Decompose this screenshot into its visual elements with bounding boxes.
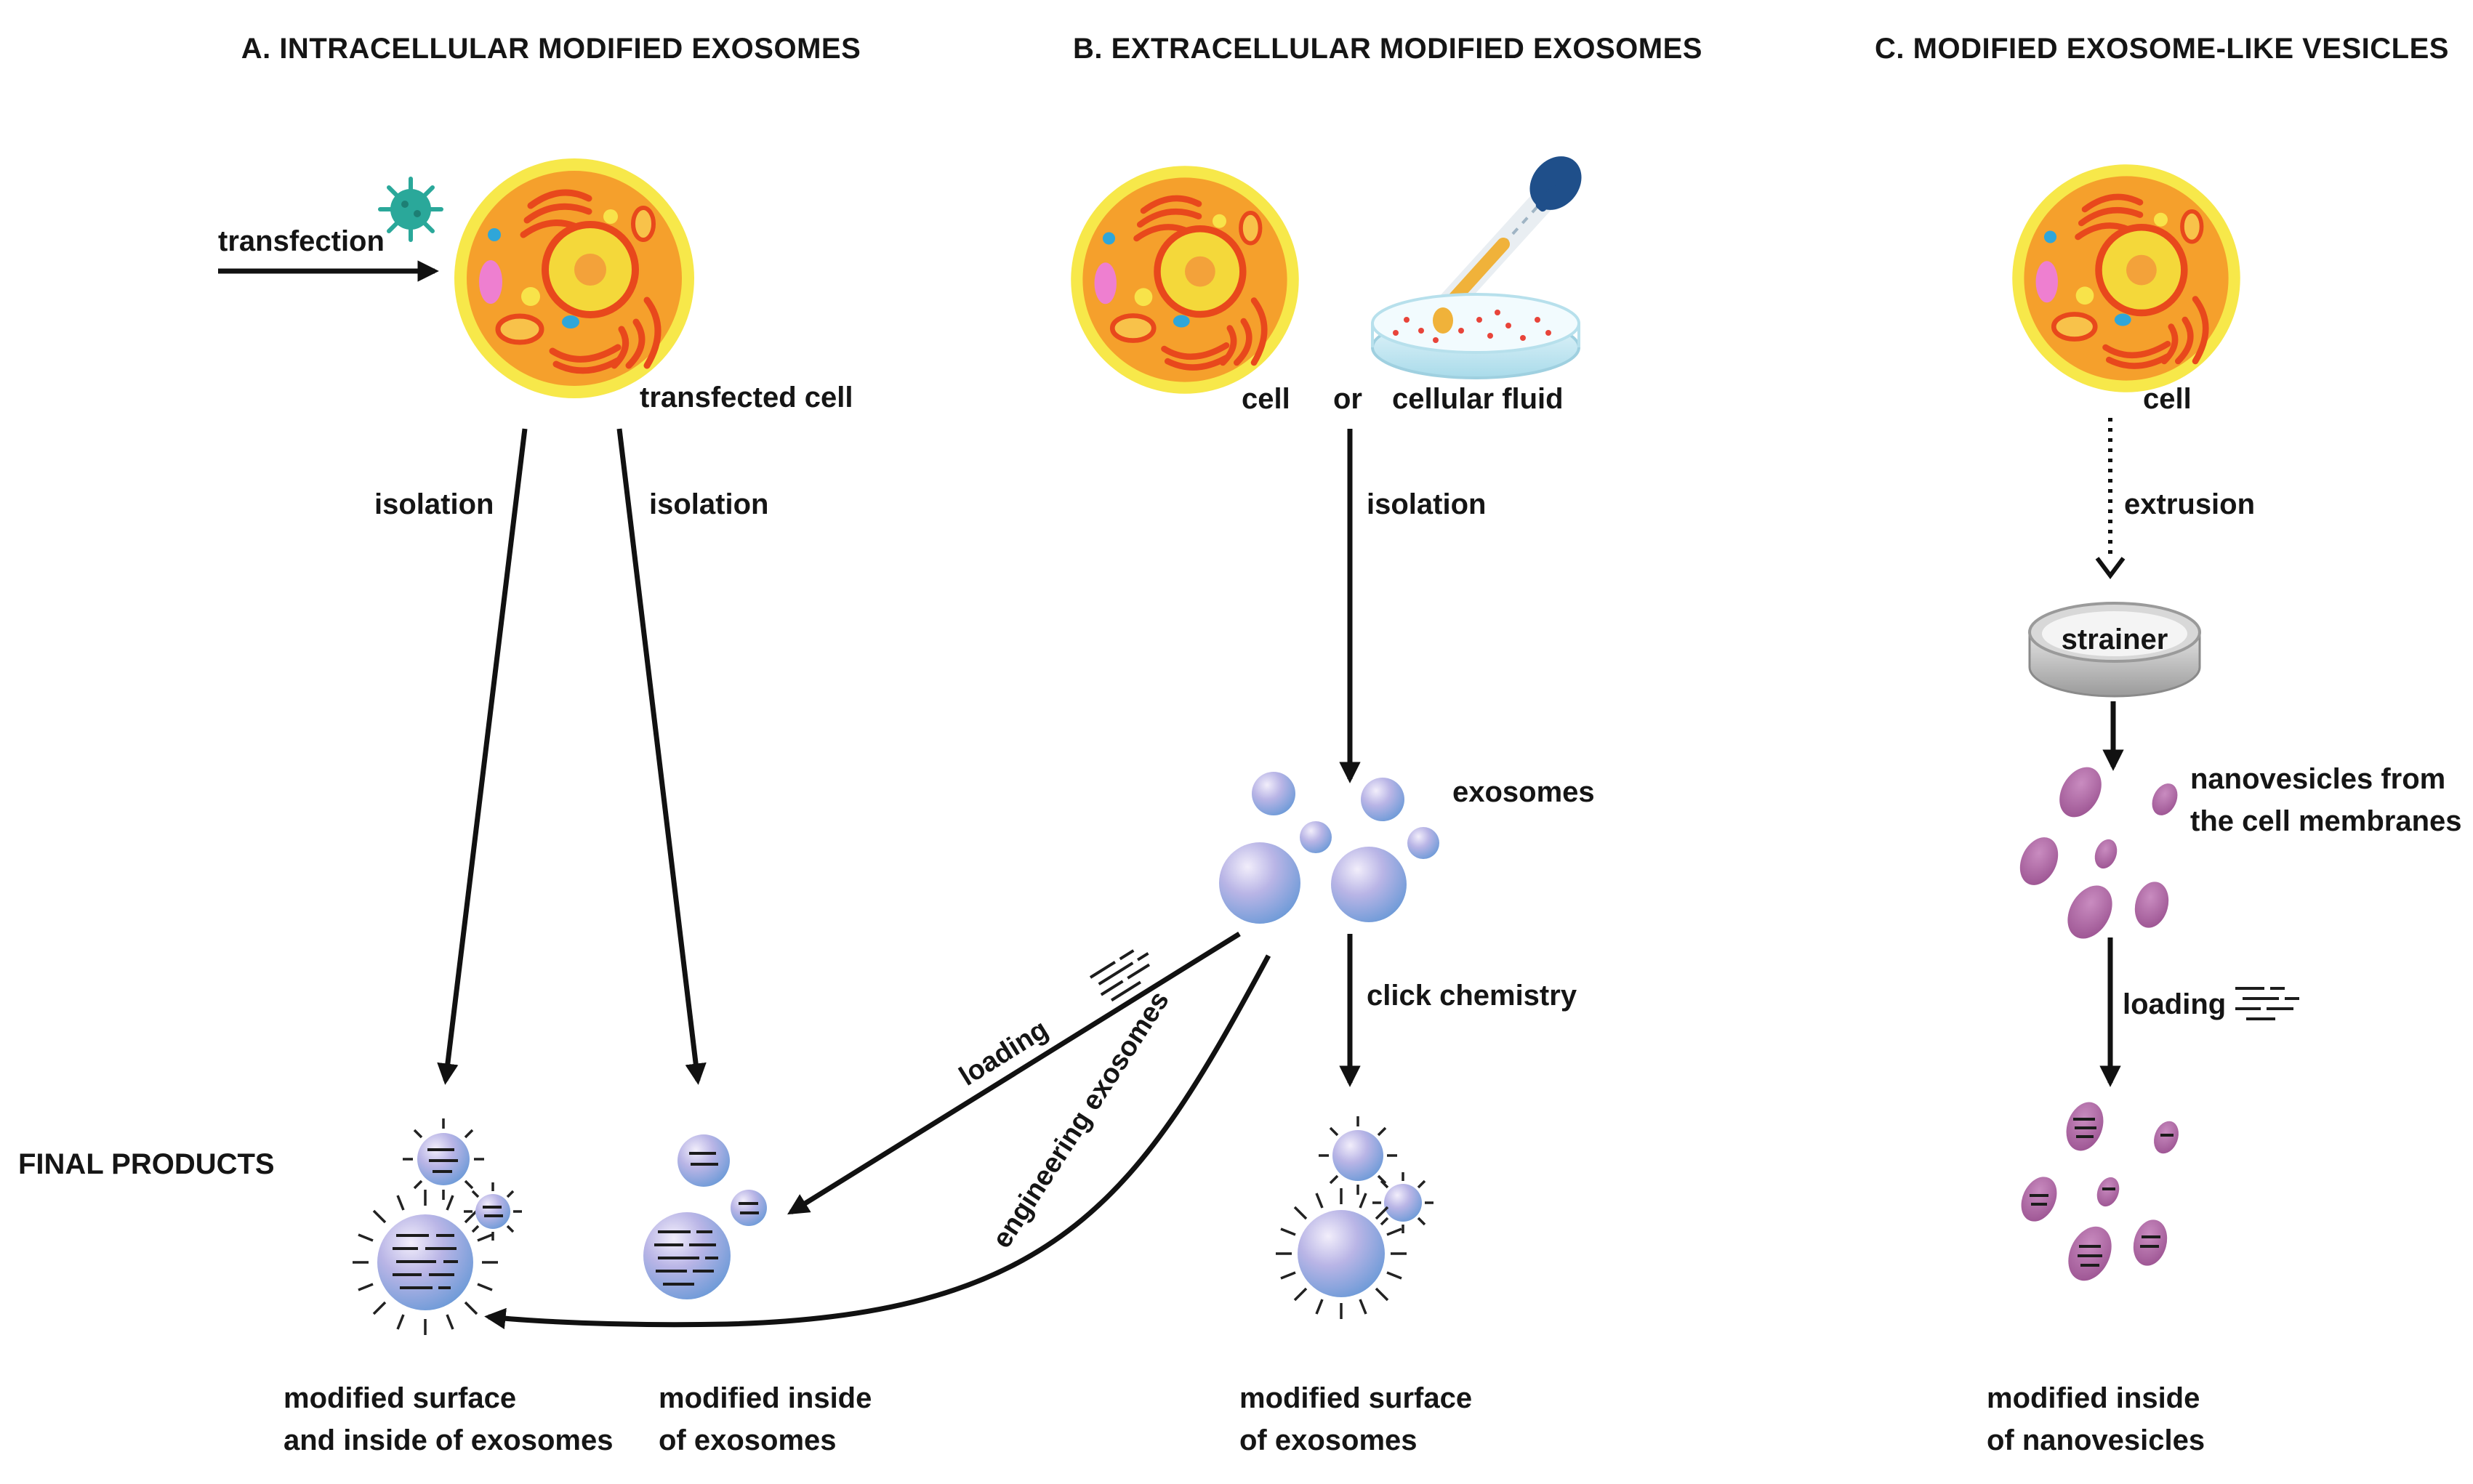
cell-b-label: cell (1242, 383, 1290, 415)
petri-dish-icon (1371, 293, 1580, 379)
exosomes-label: exosomes (1452, 776, 1595, 808)
loading-cargo-icon (1089, 949, 1151, 1002)
product-inside-exosomes-icon (643, 1134, 767, 1299)
product4-label-line2: of nanovesicles (1987, 1424, 2205, 1456)
extrusion-arrow-head (2095, 557, 2126, 579)
product1-label-line2: and inside of exosomes (284, 1424, 613, 1456)
product4-label-line1: modified inside (1987, 1382, 2200, 1414)
cell-c-icon (2012, 164, 2240, 392)
product3-label-line2: of exosomes (1239, 1424, 1418, 1456)
transfected-cell-icon (454, 158, 694, 398)
nanovesicles-cluster-icon (2012, 759, 2183, 947)
nanovesicles-label-line1: nanovesicles from (2190, 763, 2445, 795)
cellular-fluid-label: cellular fluid (1392, 383, 1564, 415)
cell-c-label: cell (2143, 383, 2192, 415)
click-chemistry-label: click chemistry (1367, 980, 1577, 1012)
transfection-label: transfection (218, 225, 385, 257)
or-label: or (1333, 383, 1362, 415)
isolation-a-left-arrow (437, 428, 528, 1085)
product2-label-line2: of exosomes (659, 1424, 837, 1456)
product3-label-line1: modified surface (1239, 1382, 1472, 1414)
loading-c-label: loading (2123, 988, 2226, 1020)
nanovesicles-label-line2: the cell membranes (2190, 805, 2462, 837)
product-surface-inside-exosomes-icon (353, 1118, 522, 1335)
strainer-label: strainer (2062, 624, 2168, 656)
extrusion-label: extrusion (2124, 488, 2255, 520)
isolation-a-right-label: isolation (649, 488, 768, 520)
loading-b-arrow (787, 932, 1241, 1215)
isolation-a-right-arrow (616, 428, 707, 1085)
section-b-title: B. EXTRACELLULAR MODIFIED EXOSOMES (1073, 33, 1702, 65)
product-inside-nanovesicles-icon (2014, 1097, 2183, 1288)
loading-c-cargo-icon (2235, 987, 2299, 1020)
exosomes-cluster-icon (1219, 772, 1439, 924)
pipette-icon (1436, 156, 1582, 318)
strainer-icon (2028, 602, 2201, 698)
final-products-label: FINAL PRODUCTS (18, 1148, 275, 1180)
section-c-title: C. MODIFIED EXOSOME-LIKE VESICLES (1875, 33, 2449, 65)
isolation-b-label: isolation (1367, 488, 1486, 520)
engineering-exosomes-label: engineering exosomes (986, 986, 1175, 1254)
product-surface-exosomes-icon (1276, 1116, 1433, 1319)
isolation-a-left-label: isolation (374, 488, 494, 520)
cell-b-icon (1071, 166, 1299, 394)
transfected-cell-label: transfected cell (640, 382, 853, 414)
section-a-title: A. INTRACELLULAR MODIFIED EXOSOMES (241, 33, 861, 65)
product2-label-line1: modified inside (659, 1382, 872, 1414)
engineering-exosomes-arrow (484, 954, 1271, 1330)
virus-icon (378, 177, 443, 242)
product1-label-line1: modified surface (284, 1382, 516, 1414)
